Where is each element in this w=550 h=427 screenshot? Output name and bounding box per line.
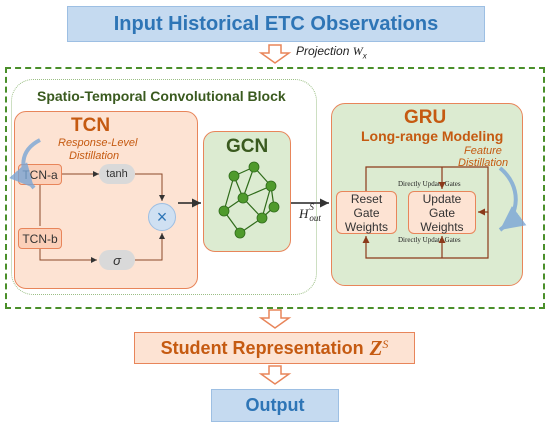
down-arrow-student xyxy=(258,309,292,329)
reset-gate-box: Reset Gate Weights xyxy=(336,191,397,234)
update-gate-box: Update Gate Weights xyxy=(408,191,476,234)
h-out-subscript: out xyxy=(309,213,321,223)
reset-gate-line1: Reset Gate xyxy=(350,191,383,220)
response-distill-arrow xyxy=(9,138,41,190)
feature-distill-line2: Distillation xyxy=(458,157,509,169)
output-box: Output xyxy=(211,389,339,422)
input-box: Input Historical ETC Observations xyxy=(67,6,485,42)
tanh-to-mult xyxy=(135,173,165,201)
down-arrow-projection xyxy=(258,44,292,64)
h-out-superscript: S xyxy=(309,202,314,212)
sigma-to-mult xyxy=(135,233,165,261)
tcnb-to-sigma xyxy=(39,249,97,263)
update-gate-line2: Weights xyxy=(420,219,464,234)
projection-symbol: W xyxy=(352,44,363,58)
input-box-label: Input Historical ETC Observations xyxy=(113,12,439,35)
gcn-title: GCN xyxy=(226,136,269,157)
gru-bottom-loop xyxy=(362,212,489,259)
student-label: Student Representation xyxy=(160,337,364,358)
gru-title: GRU xyxy=(404,107,447,128)
output-label: Output xyxy=(245,395,305,415)
projection-subscript: x xyxy=(362,51,367,61)
tanh-box: tanh xyxy=(99,164,135,184)
student-superscript: S xyxy=(382,337,389,351)
update-gate-line1: Update Gate xyxy=(422,191,462,220)
tcn-distill-line2: Distillation xyxy=(69,150,120,162)
gru-subtitle: Long-range Modeling xyxy=(361,128,504,144)
reset-gate-line2: Weights xyxy=(344,219,389,234)
direct-update-bottom-label: Directly Update Gates xyxy=(398,236,461,244)
tanh-label: tanh xyxy=(106,168,128,180)
gcn-box xyxy=(203,131,291,252)
projection-text: Projection xyxy=(296,44,350,58)
stcb-title: Spatio-Temporal Convolutional Block xyxy=(37,88,286,104)
gru-top-loop xyxy=(365,166,489,216)
projection-label: Projection Wx xyxy=(296,44,367,60)
graph-nodes xyxy=(218,161,280,239)
student-symbol: Z xyxy=(369,335,383,360)
tcn-b-box: TCN-b xyxy=(18,228,62,249)
multiply-node: × xyxy=(148,203,176,231)
multiply-symbol: × xyxy=(156,206,168,227)
sigma-label: σ xyxy=(113,252,121,268)
tcn-title: TCN xyxy=(71,115,111,136)
sigma-box: σ xyxy=(99,250,135,270)
tcn-b-label: TCN-b xyxy=(22,231,58,246)
h-out-symbol: H xyxy=(299,206,309,221)
feature-distill-line1: Feature xyxy=(464,145,502,157)
direct-update-top-label: Directly Update Gates xyxy=(398,180,461,188)
down-arrow-output xyxy=(258,365,292,385)
outer-dashed-box xyxy=(5,67,545,309)
feature-distill-arrow xyxy=(498,166,527,232)
tcn-distill-line1: Response-Level xyxy=(58,137,138,149)
